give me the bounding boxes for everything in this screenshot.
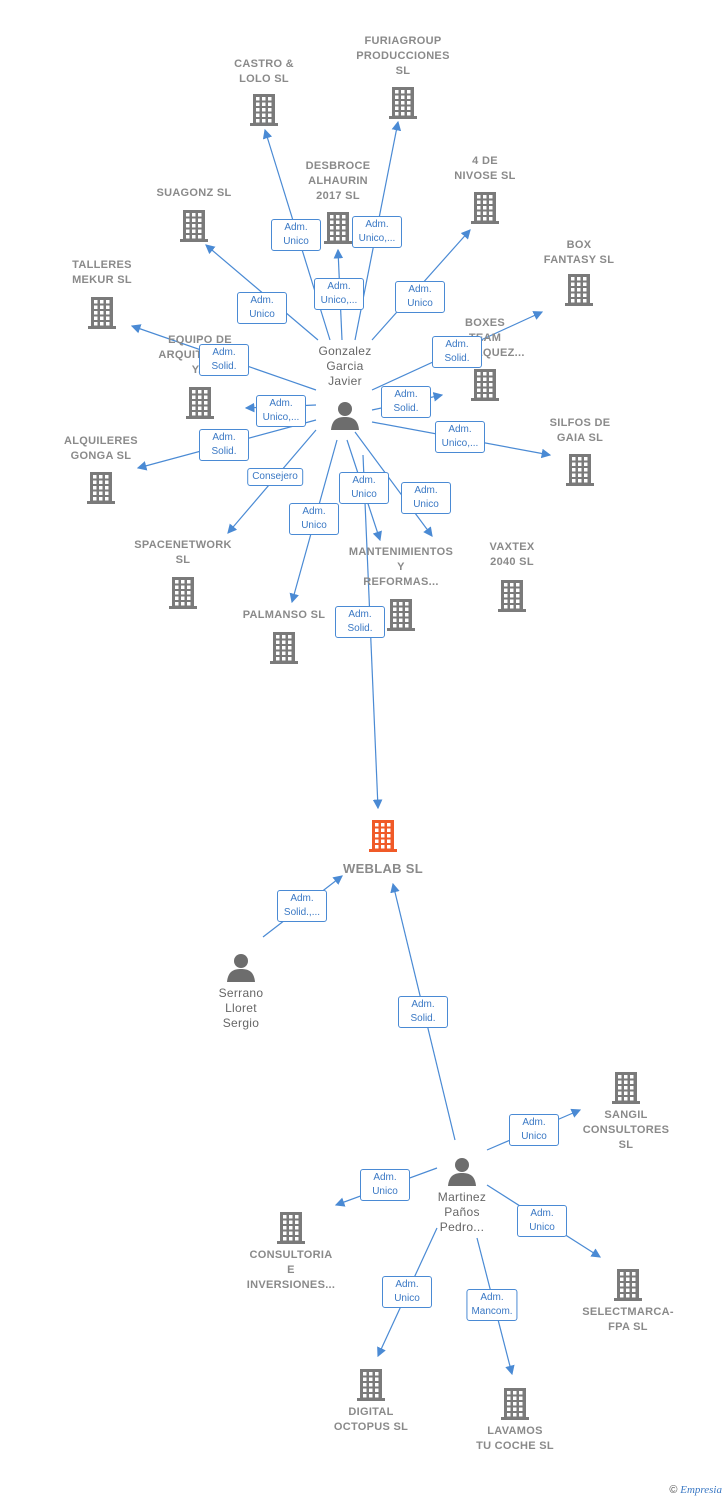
company-label: BOXES TEAM VELAZQUEZ... xyxy=(445,317,525,359)
copyright-symbol: © xyxy=(669,1484,678,1496)
edge-label[interactable]: Adm. Unico,... xyxy=(352,216,402,248)
company-label: SUAGONZ SL xyxy=(156,187,232,199)
building-icon xyxy=(270,630,298,669)
edge-label[interactable]: Adm. Unico xyxy=(395,281,445,313)
edge-label[interactable]: Adm. Unico xyxy=(237,292,287,324)
building-icon xyxy=(277,1210,305,1249)
person-icon xyxy=(330,400,360,435)
company-label: SELECTMARCA- FPA SL xyxy=(582,1306,674,1333)
edge-label[interactable]: Adm. Solid. xyxy=(199,344,249,376)
edge-label[interactable]: Adm. Solid. xyxy=(432,336,482,368)
main-company-label: WEBLAB SL xyxy=(343,861,423,876)
edge-label[interactable]: Adm. Unico xyxy=(517,1205,567,1237)
edge-label[interactable]: Adm. Unico xyxy=(289,503,339,535)
building-icon xyxy=(169,575,197,614)
company-label: TALLERES MEKUR SL xyxy=(72,259,132,286)
person-label: Martinez Paños Pedro... xyxy=(437,1190,487,1234)
company-label: MANTENIMIENTOS Y REFORMAS... xyxy=(348,546,454,588)
footer-brand[interactable]: © Empresia xyxy=(669,1484,722,1496)
building-icon xyxy=(250,92,278,131)
building-icon xyxy=(389,85,417,124)
edge-label[interactable]: Adm. Unico xyxy=(509,1114,559,1146)
building-icon xyxy=(612,1070,640,1109)
building-icon xyxy=(324,210,352,249)
building-icon xyxy=(565,272,593,311)
building-icon xyxy=(180,208,208,247)
edge-label[interactable]: Adm. Unico,... xyxy=(435,421,485,453)
company-label: CONSULTORIA E INVERSIONES... xyxy=(246,1249,336,1291)
company-label: ALQUILERES GONGA SL xyxy=(64,435,138,462)
company-label: SANGIL CONSULTORES SL xyxy=(582,1109,670,1151)
company-label: LAVAMOS TU COCHE SL xyxy=(476,1425,554,1452)
edge-label[interactable]: Adm. Unico xyxy=(401,482,451,514)
company-label: DIGITAL OCTOPUS SL xyxy=(333,1406,409,1433)
building-icon xyxy=(471,367,499,406)
edge-label[interactable]: Adm. Unico,... xyxy=(256,395,306,427)
person-label: Serrano Lloret Sergio xyxy=(218,986,264,1030)
person-icon xyxy=(226,952,256,987)
person-icon xyxy=(447,1156,477,1191)
company-label: PALMANSO SL xyxy=(242,609,326,621)
building-icon xyxy=(357,1367,385,1406)
company-label: CASTRO & LOLO SL xyxy=(234,58,294,85)
company-label: SPACENETWORK SL xyxy=(134,539,232,566)
edge-label[interactable]: Adm. Unico xyxy=(271,219,321,251)
person-label: Gonzalez Garcia Javier xyxy=(318,344,372,388)
building-icon xyxy=(87,470,115,509)
building-icon xyxy=(186,385,214,424)
company-label: VAXTEX 2040 SL xyxy=(489,541,535,568)
building-icon xyxy=(369,818,397,857)
building-icon xyxy=(471,190,499,229)
company-label: FURIAGROUP PRODUCCIONES SL xyxy=(356,35,450,77)
edge-label[interactable]: Consejero xyxy=(247,468,303,486)
edge-label[interactable]: Adm. Solid. xyxy=(381,386,431,418)
edge-label[interactable]: Adm. Unico,... xyxy=(314,278,364,310)
building-icon xyxy=(501,1386,529,1425)
company-label: DESBROCE ALHAURIN 2017 SL xyxy=(305,160,371,202)
building-icon xyxy=(566,452,594,491)
company-label: BOX FANTASY SL xyxy=(543,239,615,266)
company-label: 4 DE NIVOSE SL xyxy=(454,155,516,182)
building-icon xyxy=(498,578,526,617)
edge-label[interactable]: Adm. Mancom. xyxy=(466,1289,518,1321)
main-company-node[interactable]: WEBLAB SL xyxy=(323,818,443,876)
company-label: SILFOS DE GAIA SL xyxy=(549,417,611,444)
building-icon xyxy=(387,597,415,636)
edge-label[interactable]: Adm. Solid.,... xyxy=(277,890,327,922)
edge-label[interactable]: Adm. Unico xyxy=(360,1169,410,1201)
edge-label[interactable]: Adm. Solid. xyxy=(335,606,385,638)
building-icon xyxy=(88,295,116,334)
brand-name: Empresia xyxy=(680,1484,722,1496)
edge-line xyxy=(354,431,433,537)
edge-label[interactable]: Adm. Unico xyxy=(382,1276,432,1308)
building-icon xyxy=(614,1267,642,1306)
edge-label[interactable]: Adm. Unico xyxy=(339,472,389,504)
edge-label[interactable]: Adm. Solid. xyxy=(398,996,448,1028)
edge-label[interactable]: Adm. Solid. xyxy=(199,429,249,461)
